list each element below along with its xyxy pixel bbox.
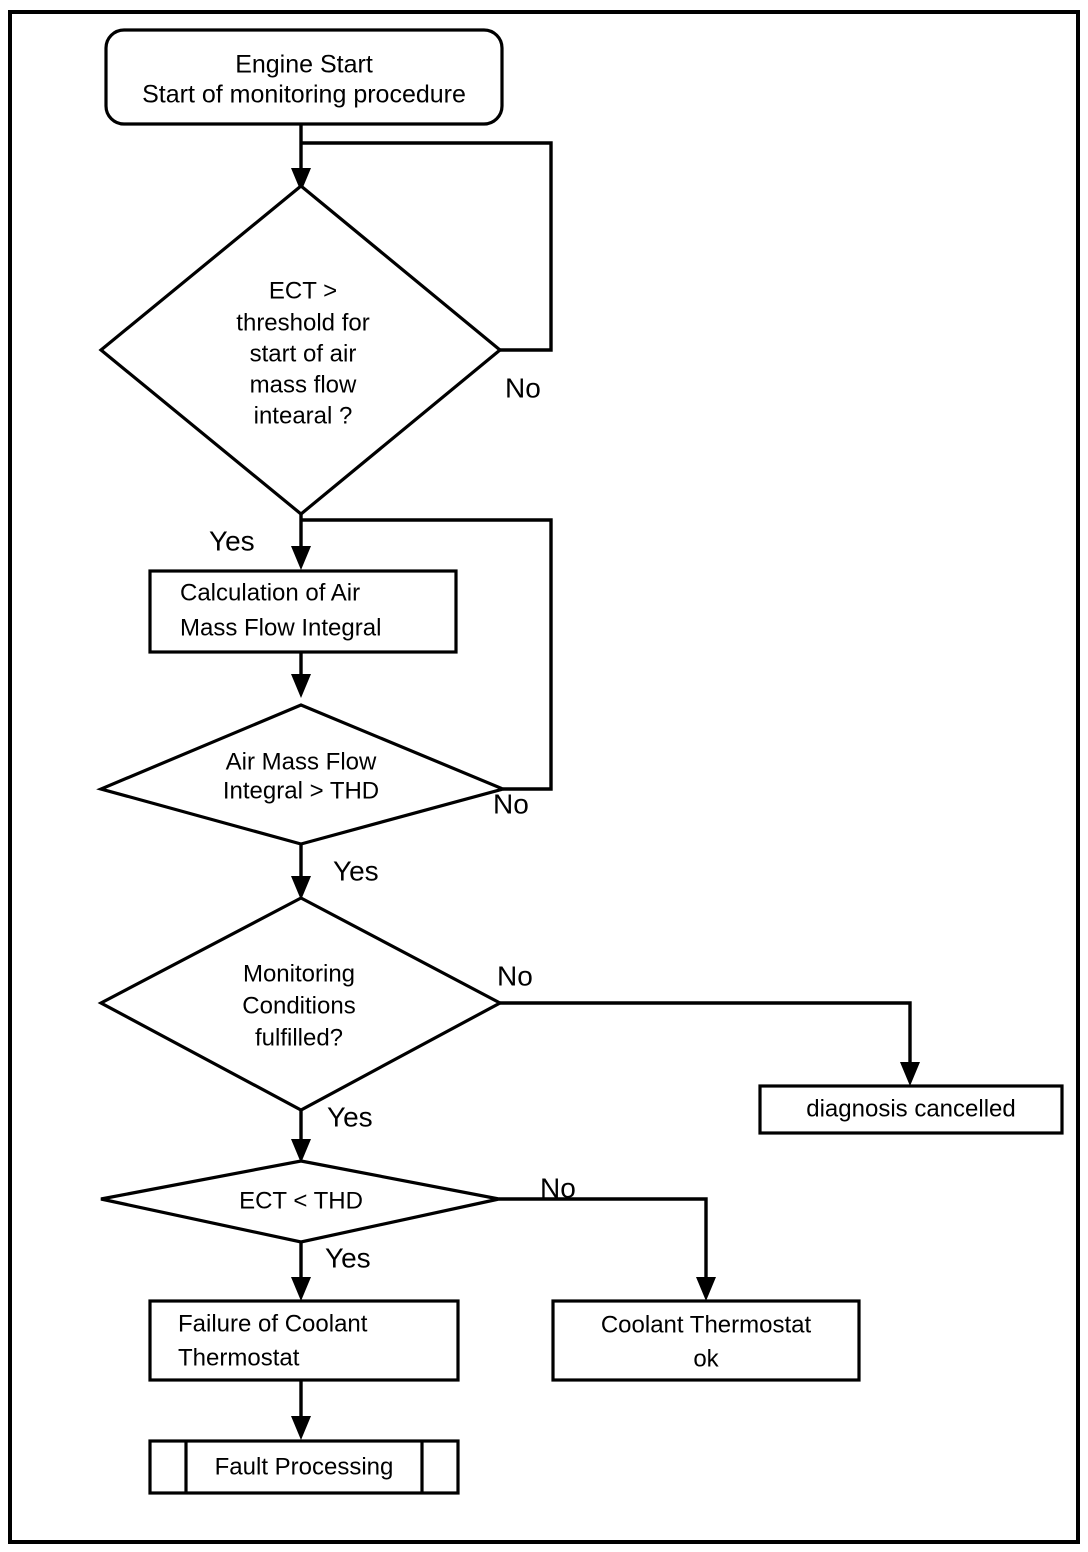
node-coolant-thermostat-ok [551,1299,861,1382]
decision1-line3: start of air [250,340,357,367]
label-yes-decision1: Yes [209,525,255,556]
node-failure-of-coolant-thermostat [148,1299,460,1382]
label-yes-decision4: Yes [325,1242,371,1273]
connector-decision4-no [499,1197,708,1283]
arrowhead-into-fault-processing [291,1416,311,1440]
arrowhead-into-decision2 [291,674,311,698]
arrowhead-into-decision3 [291,876,311,900]
node-diagnosis-cancelled [758,1084,1064,1135]
node-calculation-air-mass-flow [148,569,458,654]
coolant-ok-line1: Coolant Thermostat [601,1311,812,1338]
engine-start-line1: Engine Start [235,51,373,79]
decision3-line2: Conditions [242,992,355,1019]
decision1-line1: ECT > [269,277,337,304]
decision4-line1: ECT < THD [239,1187,363,1214]
node-engine-start [104,28,504,126]
decision3-line3: fulfilled? [255,1024,343,1051]
decision3-line1: Monitoring [243,960,355,987]
calculation-line2: Mass Flow Integral [180,614,381,641]
connector-decision2-no-loop [302,518,553,791]
arrowhead-into-decision4 [291,1139,311,1163]
arrowhead-into-calculation [291,546,311,570]
label-no-decision4: No [540,1172,576,1203]
failure-line1: Failure of Coolant [178,1310,368,1337]
arrowhead-into-failure-box [291,1277,311,1301]
failure-line2: Thermostat [178,1344,300,1371]
arrowhead-into-decision1 [291,168,311,192]
label-no-decision1: No [505,372,541,403]
connector-decision3-no [500,1001,912,1068]
decision1-line4: mass flow [250,371,357,398]
decision2-line2: Integral > THD [223,777,379,804]
connector-decision1-no-loop [301,141,553,352]
label-yes-decision3: Yes [327,1101,373,1132]
engine-start-line2: Start of monitoring procedure [142,81,466,109]
fault-processing-label: Fault Processing [215,1453,394,1480]
label-yes-decision2: Yes [333,855,379,886]
node-fault-processing [148,1439,460,1495]
arrowhead-into-diagnosis-cancelled [900,1062,920,1086]
label-no-decision2: No [493,788,529,819]
decision1-line2: threshold for [236,309,369,336]
diagnosis-cancelled-label: diagnosis cancelled [806,1095,1015,1122]
decision1-line5: intearal ? [254,402,353,429]
label-no-decision3: No [497,960,533,991]
coolant-ok-line2: ok [693,1345,719,1372]
calculation-line1: Calculation of Air [180,579,360,606]
decision2-line1: Air Mass Flow [226,748,377,775]
page-border [8,10,1080,1544]
arrowhead-into-coolant-ok [696,1277,716,1301]
